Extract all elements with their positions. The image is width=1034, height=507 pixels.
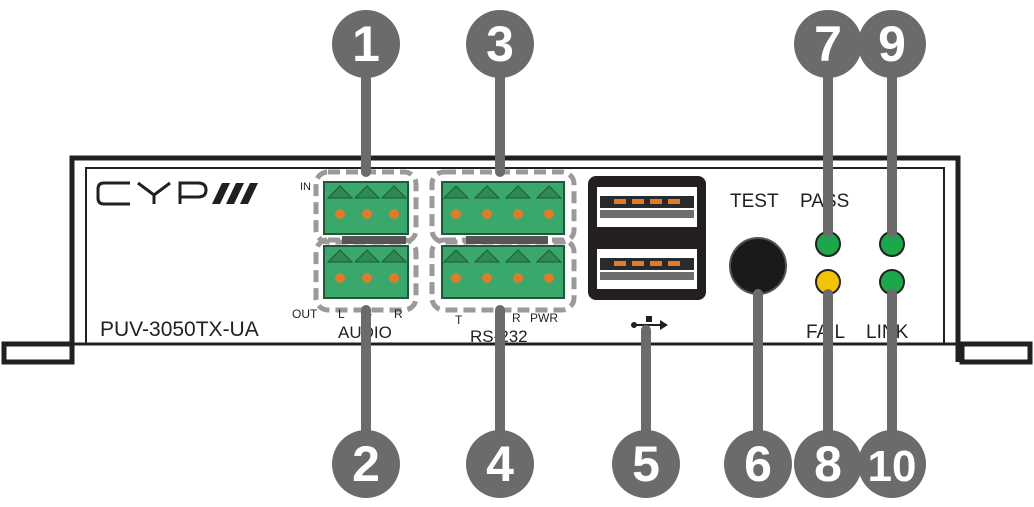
rs232-tx-label: T [455,313,463,327]
callout-badge-8 [794,430,862,498]
audio-terminal-pin-arrow [353,249,381,263]
callout-badges: 1 2 3 4 5 6 7 8 9 10 [332,10,926,498]
rs232-terminal-pin-arrow [442,185,470,199]
callout-number: 7 [814,16,842,72]
rs232-terminal-pin-arrow [535,185,563,199]
audio-terminal-pin [389,209,399,219]
rs232-terminal-pin [482,273,492,283]
callout-number: 6 [744,436,772,492]
audio-terminal-pin [335,273,345,283]
usb-contact [668,261,680,266]
usb-icon [631,316,668,330]
rs232-terminal-pin-arrow [473,185,501,199]
callout-badge-2 [332,430,400,498]
callout-number: 2 [352,436,380,492]
usb-contact [650,199,662,204]
callout-number: 9 [878,16,906,72]
usb-contact [614,261,626,266]
callout-number: 8 [814,436,842,492]
usb-contact [614,199,626,204]
audio-terminal-pin-arrow [353,185,381,199]
rs232-r-label: R [512,311,521,325]
audio-terminal-pin [389,273,399,283]
callout-number: 5 [632,436,660,492]
rs232-terminal-pin [544,273,554,283]
rs232-pwr-label: PWR [530,311,558,325]
audio-terminal-pin [362,273,372,283]
rs232-terminal-blocks [429,169,577,313]
rs232-terminal-pin [482,209,492,219]
audio-terminal-pin-arrow [326,185,354,199]
callout-leaders [361,63,897,445]
callout-badge-9 [858,10,926,78]
audio-out-label: OUT [292,307,318,321]
rs232-terminal-pin [451,209,461,219]
rs232-terminal-pin [544,209,554,219]
callout-number: 3 [486,16,514,72]
test-button[interactable] [729,237,787,295]
mounting-flange-right [959,341,1033,365]
usb-contact [632,199,644,204]
cyp-logo [96,181,258,206]
callout-number: 1 [352,16,380,72]
usb-contact [650,261,662,266]
callout-badge-7 [794,10,862,78]
rs232-terminal-pin-arrow [504,185,532,199]
rs232-terminal-pin-arrow [535,249,563,263]
callout-badge-4 [466,430,534,498]
audio-r-label: R [394,307,403,321]
audio-terminal-pin-arrow [326,249,354,263]
audio-l-label: L [338,307,345,321]
rs232-terminal-pin [513,273,523,283]
usb-ports[interactable] [588,176,706,300]
usb-contact [668,199,680,204]
callout-badge-6 [724,430,792,498]
callout-badge-5 [612,430,680,498]
model-label: PUV-3050TX-UA [100,318,259,341]
audio-terminal-pin-arrow [380,249,408,263]
audio-terminal-blocks [313,169,419,313]
callout-badge-10 [858,430,926,498]
callout-number: 10 [868,442,917,491]
rs232-terminal-pin-arrow [442,249,470,263]
audio-terminal-pin [335,209,345,219]
rs232-terminal-pin [513,209,523,219]
callout-number: 4 [486,436,514,492]
audio-in-label: IN [300,181,311,193]
rs232-terminal-pin-arrow [473,249,501,263]
callout-badge-3 [466,10,534,78]
rs232-terminal-pin [451,273,461,283]
audio-terminal-pin [362,209,372,219]
mounting-flange-left [1,341,75,365]
callout-badge-1 [332,10,400,78]
audio-terminal-pin-arrow [380,185,408,199]
test-label: TEST [730,191,779,212]
rs232-terminal-pin-arrow [504,249,532,263]
usb-contact [632,261,644,266]
